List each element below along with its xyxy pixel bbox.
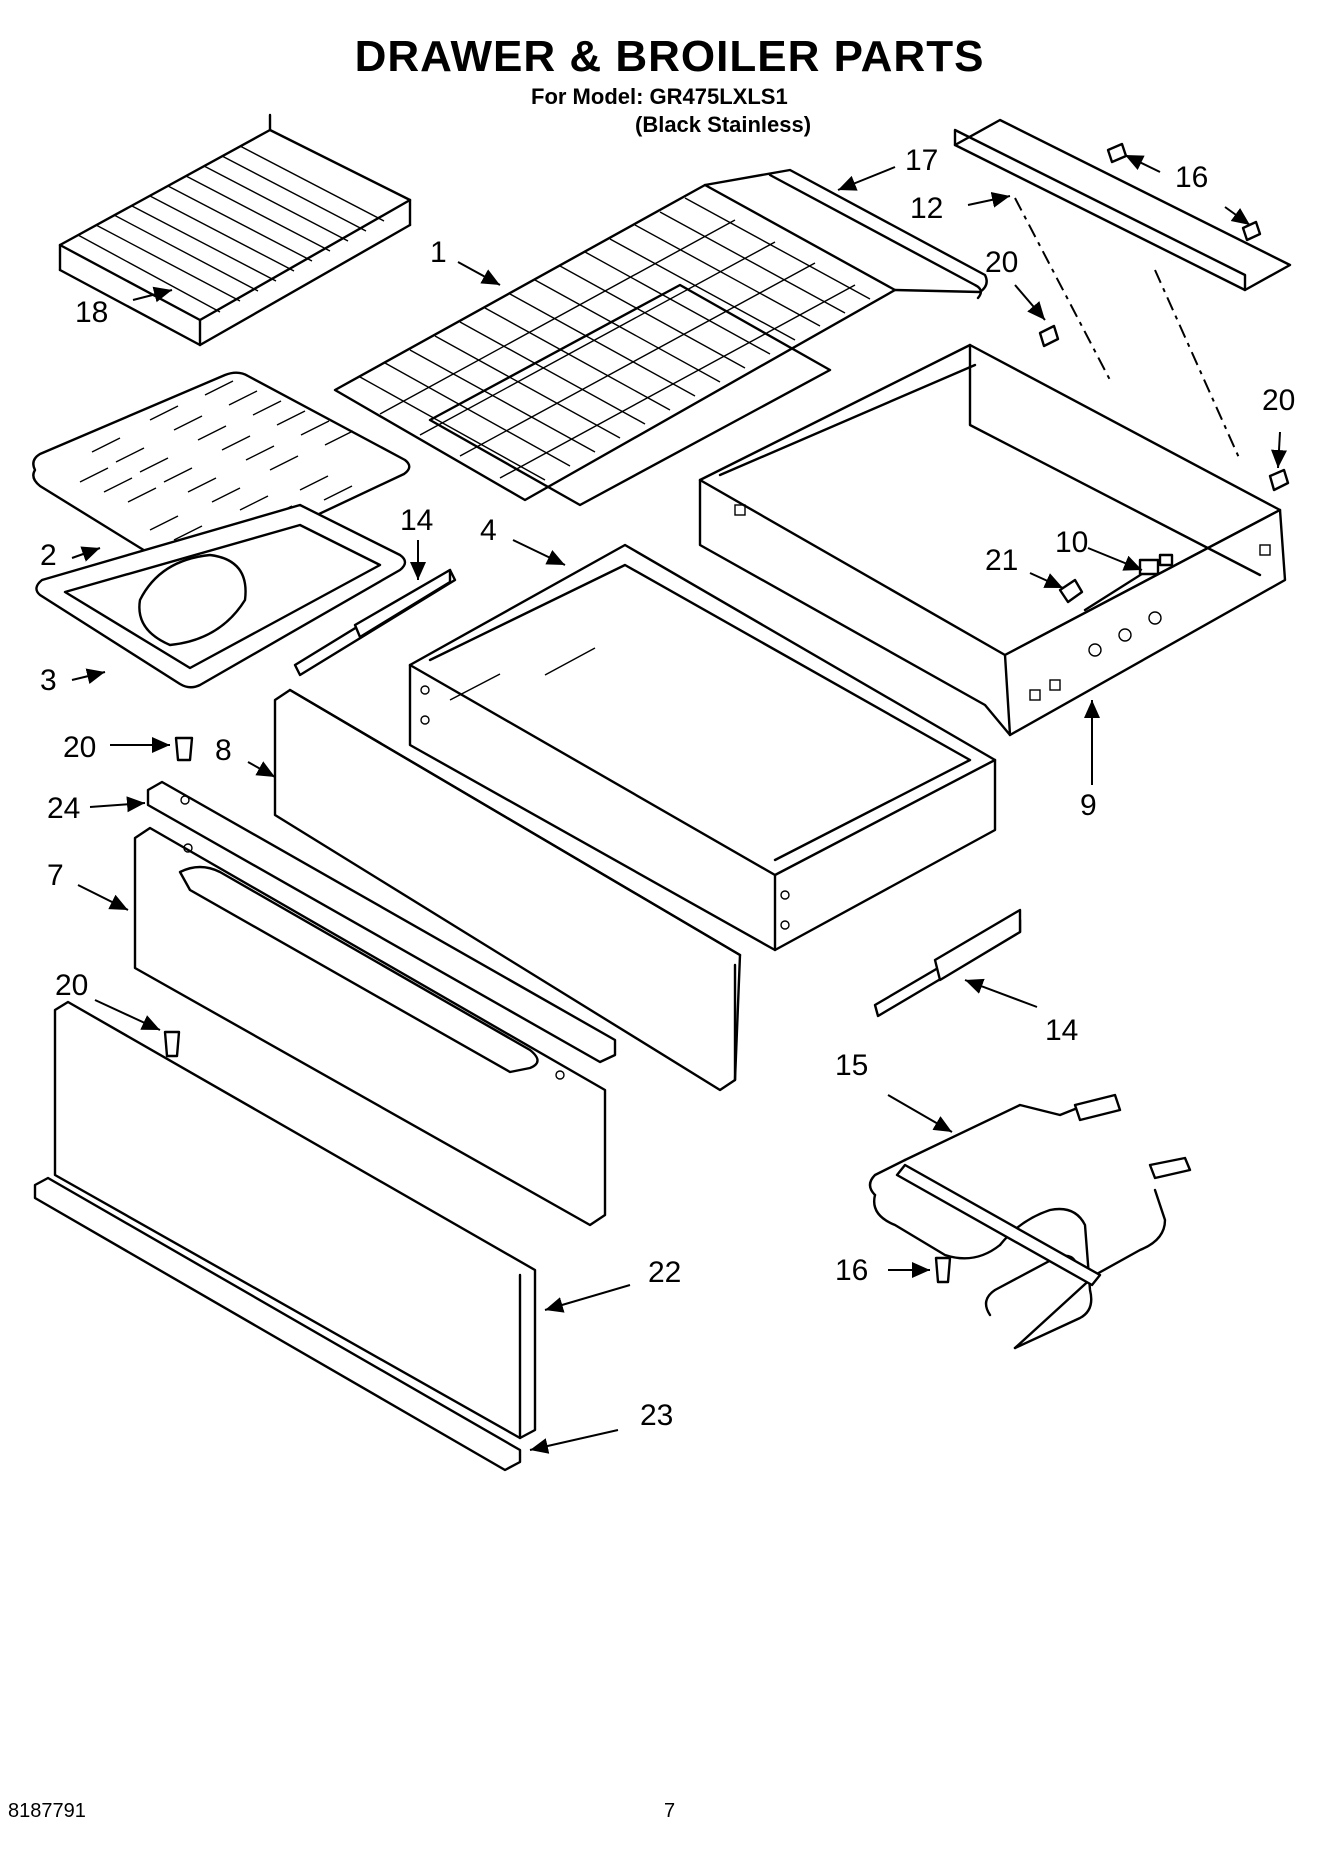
callout-20-lower: 20 [55,969,88,1002]
callout-arrows [71,154,1287,1454]
callout-10: 10 [1055,526,1088,559]
callout-20-upper: 20 [985,246,1018,279]
callout-15: 15 [835,1049,868,1082]
part-2-broiler-insert [32,371,411,575]
part-15-broil-element [868,1093,1192,1350]
callout-24: 24 [47,792,80,825]
callout-4: 4 [480,514,497,547]
part-3-broiler-pan [35,503,407,689]
callout-7: 7 [47,859,64,892]
callout-1: 1 [430,236,447,269]
callout-20-right: 20 [1262,384,1295,417]
part-4-drawer-liner [408,543,997,952]
part-18-wire-rack [58,113,412,347]
callout-16-bottom: 16 [835,1254,868,1287]
callout-14-lower: 14 [1045,1014,1078,1047]
screw-20-left [174,736,194,762]
screw-16-top-b [1241,220,1262,242]
part-14-slide-rail-lower [873,908,1022,1018]
callout-2: 2 [40,539,57,572]
callout-18: 18 [75,296,108,329]
callout-16-top: 16 [1175,161,1208,194]
screw-16-bottom [934,1256,952,1284]
part-22-lower-panel [53,1000,537,1440]
part-21-screw [1058,578,1084,604]
screw-20-right [1268,468,1290,492]
callout-23: 23 [640,1399,673,1432]
callout-3: 3 [40,664,57,697]
part-14-slide-rail-upper [293,568,457,677]
part-17-rack-slide [768,173,983,300]
model-number: For Model: GR475LXLS1 [531,84,788,109]
model-variant: (Black Stainless) [635,112,812,137]
callout-12: 12 [910,192,943,225]
screw-20-lower [163,1030,181,1058]
callout-21: 21 [985,544,1018,577]
part-1-oven-rack [333,168,988,507]
callout-8: 8 [215,734,232,767]
part-8-drawer-front [273,688,742,1092]
callout-14-upper: 14 [400,504,433,537]
page-title: DRAWER & BROILER PARTS [354,32,985,81]
callout-20-left: 20 [63,731,96,764]
callout-17: 17 [905,144,938,177]
document-number: 8187791 [8,1800,86,1822]
screw-20-upper [1038,324,1060,348]
part-23-bottom-trim [33,1176,522,1472]
callout-9: 9 [1080,789,1097,822]
part-12-top-rail [953,118,1292,461]
part-7-drawer-panel [133,826,607,1227]
part-24-trim [146,780,617,1064]
page-number: 7 [664,1800,676,1822]
screw-16-top-a [1106,142,1128,164]
callout-22: 22 [648,1256,681,1289]
